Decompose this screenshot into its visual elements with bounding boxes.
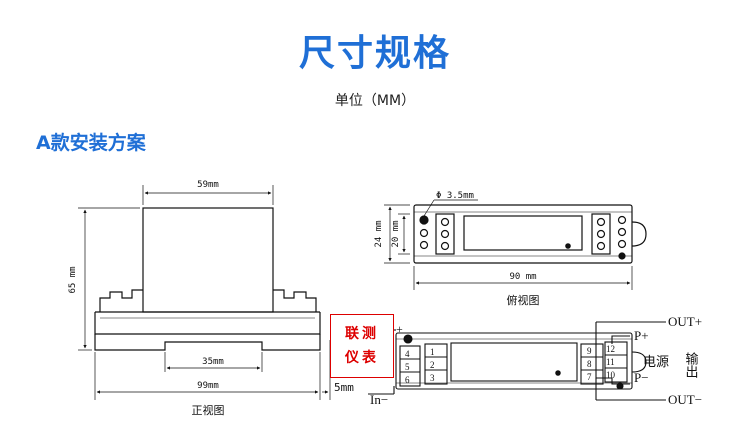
page-title: 尺寸规格 — [298, 33, 451, 74]
terminal-12: 12 — [606, 344, 615, 354]
p-minus-label: P− — [634, 370, 649, 385]
front-right-clip — [273, 289, 317, 312]
unit-subtitle: 单位（MM） — [334, 93, 416, 109]
dim-35mm: 35mm — [202, 357, 224, 367]
top-window — [463, 215, 583, 251]
p-plus-label: P+ — [634, 328, 649, 343]
front-rail-slot — [94, 334, 321, 351]
top-body — [413, 204, 633, 264]
dim-90mm: 90 mm — [509, 272, 536, 282]
dim-59mm: 59mm — [197, 180, 219, 190]
dim-65mm: 65 mm — [68, 266, 78, 293]
out-minus-label: OUT− — [668, 392, 702, 407]
brand-logo: 联测 仪表 — [330, 314, 394, 378]
top-mount-hole-icon — [419, 215, 429, 225]
top-right-terminals — [591, 213, 611, 255]
wiring-labels: + In− − 1 2 3 4 5 6 12 11 10 9 8 7 OUT+ … — [370, 314, 702, 407]
terminal-7: 7 — [587, 372, 592, 382]
dim-20mm: 20 mm — [391, 220, 401, 247]
dim-5mm: 5mm — [334, 381, 354, 394]
terminal-8: 8 — [587, 359, 592, 369]
top-view-caption: 俯视图 — [507, 293, 540, 307]
dim-24mm: 24 mm — [374, 220, 384, 247]
terminal-6: 6 — [405, 375, 410, 385]
terminal-4: 4 — [405, 349, 410, 359]
terminal-9: 9 — [587, 346, 592, 356]
section-heading: A款安装方案 — [36, 132, 146, 154]
dim-99mm: 99mm — [197, 381, 219, 391]
in-plus-label: + — [396, 322, 403, 336]
wiring-diagram — [368, 321, 666, 401]
wiring-body — [395, 332, 633, 390]
terminal-11: 11 — [606, 357, 615, 367]
front-left-clip — [99, 289, 143, 312]
top-dimensions — [384, 199, 633, 290]
output-label: 输出 — [683, 351, 699, 378]
logo-line1: 联测 — [345, 326, 379, 342]
power-label: 电源 — [643, 355, 669, 370]
in-minus-label: In− — [370, 392, 388, 407]
top-view — [413, 204, 647, 264]
terminal-5: 5 — [405, 362, 410, 372]
logo-line2: 仪表 — [345, 350, 379, 366]
terminal-2: 2 — [430, 360, 435, 370]
front-view-caption: 正视图 — [192, 403, 225, 417]
front-body — [142, 207, 274, 313]
terminal-3: 3 — [430, 373, 435, 383]
front-base — [94, 312, 321, 335]
dim-hole: Φ 3.5mm — [436, 191, 474, 201]
terminal-10: 10 — [606, 370, 616, 380]
top-left-terminals — [435, 213, 455, 255]
terminal-1: 1 — [430, 347, 435, 357]
front-view — [94, 207, 321, 351]
out-plus-label: OUT+ — [668, 314, 702, 329]
